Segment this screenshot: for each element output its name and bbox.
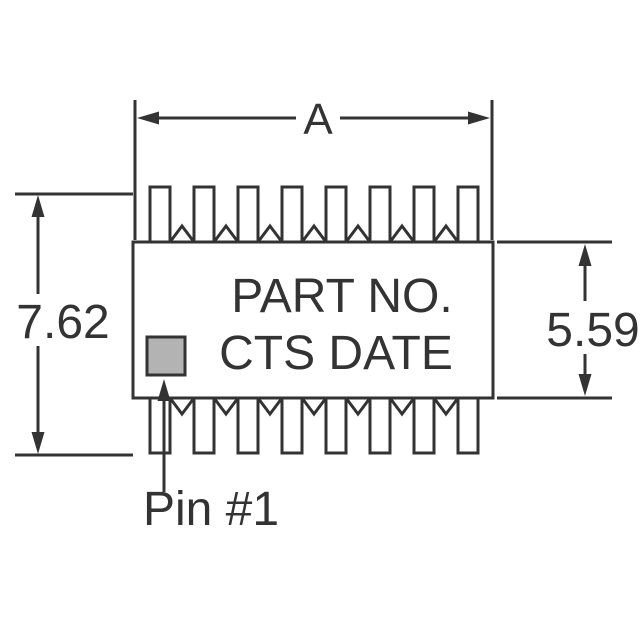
top-pin [324,185,348,244]
pin1-label: Pin #1 [143,483,279,536]
bottom-pin [280,396,304,455]
arrowhead-right-icon [468,111,490,125]
top-pin [368,185,392,244]
bottom-notch [300,397,328,417]
pin1-marker [145,335,187,377]
overall-height-dim-label: 7.62 [16,296,109,349]
top-pin [280,185,304,244]
ic-body [131,240,495,400]
top-pin [412,185,436,244]
top-notch [344,223,372,243]
pin1-arrowhead-icon [157,379,171,401]
body-text-line1: PART NO. [231,270,452,323]
bottom-notch [256,397,284,417]
bottom-notch [432,397,460,417]
bottom-pin [456,396,480,455]
top-pin [456,185,480,244]
arrowhead-left-icon [137,111,159,125]
top-notch [388,223,416,243]
body-text-line2: CTS DATE [219,327,453,380]
bottom-notch [168,397,196,417]
body-height-dim-label: 5.59 [546,304,639,357]
top-notch [432,223,460,243]
top-notch [212,223,240,243]
bottom-pin [324,396,348,455]
dimension-body-height: 5.59 [497,240,640,400]
bottom-pin [412,396,436,455]
top-notch [168,223,196,243]
bottom-notch [344,397,372,417]
dimension-overall-height: 7.62 [15,192,133,457]
bottom-pin [192,396,216,455]
arrowhead-down-icon [578,374,592,396]
arrowhead-up-icon [31,195,45,217]
bottom-pin [368,396,392,455]
top-notch [256,223,284,243]
top-pin [148,185,172,244]
top-pin [192,185,216,244]
arrowhead-up-icon [578,244,592,266]
bottom-pins [148,396,480,455]
dimension-width: A [133,95,494,240]
bottom-notch [388,397,416,417]
arrowhead-down-icon [31,432,45,454]
width-dim-label: A [303,95,333,144]
bottom-pin [236,396,260,455]
top-pins [148,185,480,244]
top-notch [300,223,328,243]
top-pin [236,185,260,244]
bottom-pin [148,396,172,455]
pin1-callout: Pin #1 [143,379,279,536]
bottom-notch [212,397,240,417]
ic-package: PART NO. CTS DATE [131,185,495,455]
